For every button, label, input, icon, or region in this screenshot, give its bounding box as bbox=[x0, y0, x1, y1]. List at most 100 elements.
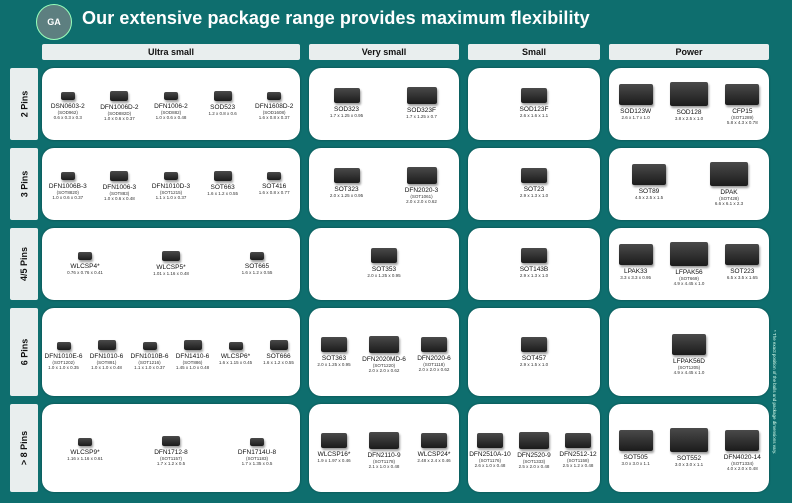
package-name: WLCSP9* bbox=[70, 448, 100, 456]
package-name: DPAK bbox=[720, 189, 738, 197]
package-name: SOT223 bbox=[730, 268, 755, 276]
package-item: DPAK(SOT428)6.6 x 6.1 x 2.3 bbox=[698, 154, 760, 206]
package-code: (SOD882) bbox=[160, 110, 182, 115]
package-code: (SOT1176) bbox=[479, 458, 501, 464]
chip-image bbox=[618, 244, 653, 266]
package-item: DFN1006B-3(SOT8820)1.0 x 0.6 x 0.37 bbox=[44, 154, 92, 200]
package-name: SOD323 bbox=[334, 105, 359, 113]
package-name: LFPAK56D bbox=[672, 357, 706, 365]
package-code: (SOT1061) bbox=[410, 193, 433, 199]
package-dimensions: 1.7 x 1.25 x 0.7 bbox=[406, 113, 437, 119]
chip-image bbox=[421, 433, 447, 449]
package-cell: DFN1006B-3(SOT8820)1.0 x 0.6 x 0.37 DFN10… bbox=[42, 148, 300, 220]
chip-image bbox=[183, 340, 202, 351]
package-name: CFP15 bbox=[732, 108, 753, 116]
package-dimensions: 1.7 x 1.25 x 0.95 bbox=[329, 112, 364, 118]
package-code: (SOT1216) bbox=[138, 359, 161, 365]
package-dimensions: 1.6 x 1.2 x 0.55 bbox=[263, 360, 294, 366]
chip-image bbox=[213, 90, 232, 101]
chip-image bbox=[725, 244, 760, 266]
chip-image bbox=[110, 90, 129, 101]
package-item: DFN2020-3(SOT1061)2.0 x 2.0 x 0.62 bbox=[391, 154, 453, 204]
package-code: (SOT669) bbox=[679, 276, 699, 282]
package-dimensions: 0.76 x 0.76 x 0.41 bbox=[67, 270, 103, 275]
package-code: (SOT1215) bbox=[159, 190, 183, 195]
column-header-very-small: Very small bbox=[309, 44, 459, 60]
package-name: DFN1006-2 bbox=[154, 103, 188, 110]
chip-image bbox=[250, 252, 264, 260]
package-code: (SOD882D) bbox=[107, 110, 132, 116]
package-dimensions: 1.45 x 1.0 x 0.48 bbox=[175, 365, 210, 371]
package-name: SOT416 bbox=[262, 183, 287, 190]
package-name: SOT353 bbox=[371, 265, 397, 273]
package-dimensions: 1.0 x 0.6 x 0.37 bbox=[104, 115, 135, 121]
package-code: (SOT1333) bbox=[522, 459, 546, 465]
chip-image bbox=[78, 437, 92, 446]
package-dimensions: 4.9 x 4.45 x 1.0 bbox=[673, 281, 705, 287]
package-name: SOD323F bbox=[407, 106, 436, 114]
chip-image bbox=[369, 336, 399, 354]
chip-image bbox=[228, 341, 243, 350]
package-name: LPAK33 bbox=[623, 268, 648, 276]
package-code: (SOD1608) bbox=[262, 110, 286, 115]
page-title: Our extensive package range provides max… bbox=[82, 8, 590, 28]
package-dimensions: 1.0 x 1.0 x 0.48 bbox=[91, 365, 122, 371]
package-name: WLCSP6* bbox=[220, 352, 251, 360]
package-name: DFN1006D-2 bbox=[100, 103, 139, 111]
chip-image bbox=[672, 333, 706, 355]
chip-image bbox=[60, 92, 75, 100]
package-dimensions: 2.0 x 2.0 x 0.62 bbox=[368, 368, 400, 374]
chip-image bbox=[250, 437, 264, 446]
chip-image bbox=[421, 337, 447, 353]
package-name: SOT665 bbox=[244, 263, 270, 270]
package-dimensions: 1.6 x 1.2 x 0.55 bbox=[207, 190, 238, 196]
package-dimensions: 2.9 x 1.3 x 1.0 bbox=[519, 272, 549, 278]
chip-image bbox=[669, 82, 708, 107]
package-item: DFN2512-12(SOT1158)2.5 x 1.2 x 0.48 bbox=[558, 410, 598, 468]
package-item: DFN1010D-3(SOT1215)1.1 x 1.0 x 0.37 bbox=[147, 154, 195, 200]
package-dimensions: 4.9 x 4.45 x 1.0 bbox=[673, 369, 705, 375]
package-name: SOT363 bbox=[321, 355, 347, 363]
package-name: DFN1608D-2 bbox=[255, 103, 294, 110]
package-name: SOD123F bbox=[519, 105, 549, 113]
package-dimensions: 2.0 x 2.0 x 0.62 bbox=[418, 367, 450, 373]
package-dimensions: 2.0 x 1.25 x 0.95 bbox=[329, 192, 364, 198]
package-name: WLCSP16* bbox=[317, 451, 351, 459]
package-name: DFN2512-12 bbox=[559, 451, 597, 459]
package-code: (SOT1158) bbox=[567, 458, 589, 464]
package-dimensions: 1.01 x 1.16 x 0.48 bbox=[153, 270, 189, 276]
package-item: LFPAK56D(SOT1205)4.9 x 4.45 x 1.0 bbox=[658, 314, 720, 375]
package-name: SOD123W bbox=[620, 108, 652, 116]
chip-image bbox=[521, 247, 547, 263]
package-name: DFN1714U-8 bbox=[237, 448, 277, 456]
package-item: DFN1010E-6(SOT1202)1.0 x 1.0 x 0.35 bbox=[44, 314, 83, 370]
package-name: WLCSP4* bbox=[70, 263, 100, 270]
chip-image bbox=[56, 341, 71, 350]
chip-image bbox=[269, 340, 288, 351]
package-item: DFN1410-6(SOT886)1.45 x 1.0 x 0.48 bbox=[173, 314, 212, 370]
package-item: WLCSP24*2.48 x 2.4 x 0.46 bbox=[411, 410, 457, 463]
package-name: DFN2110-9 bbox=[367, 452, 401, 460]
row-label-6-pins: 6 Pins bbox=[10, 308, 38, 396]
chip-image bbox=[267, 172, 282, 180]
package-item: CFP15(SOT1289)5.8 x 4.3 x 0.78 bbox=[718, 74, 767, 125]
chip-image bbox=[78, 252, 92, 260]
row-label-4-5-pins: 4/5 Pins bbox=[10, 228, 38, 300]
package-item: DFN1712-8(SOT1157)1.7 x 1.2 x 0.5 bbox=[140, 410, 202, 466]
package-code: (SOT883) bbox=[109, 190, 130, 196]
chip-image bbox=[632, 164, 666, 186]
package-name: SOT89 bbox=[638, 188, 660, 196]
